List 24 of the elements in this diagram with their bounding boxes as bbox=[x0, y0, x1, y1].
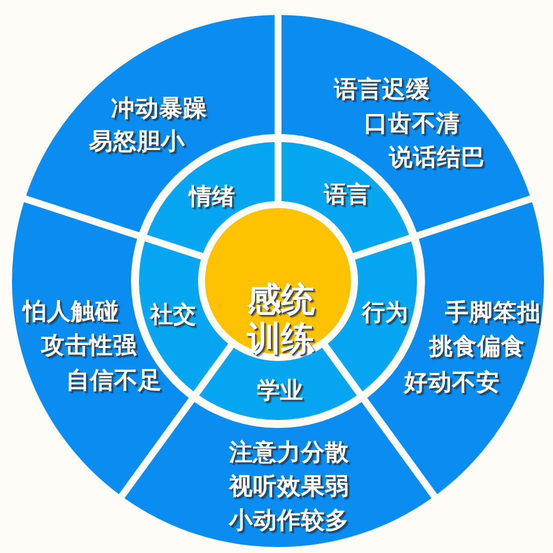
symptom-text: 口齿不清 bbox=[364, 112, 460, 136]
symptom-text: 攻击性强 bbox=[41, 334, 137, 358]
symptom-text: 自信不足 bbox=[66, 369, 162, 393]
outer-ring-segment bbox=[26, 15, 275, 233]
symptom-text: 易怒胆小 bbox=[89, 130, 185, 154]
outer-ring-segment bbox=[281, 15, 530, 233]
symptom-text: 说话结巴 bbox=[389, 146, 485, 170]
category-label: 语言 bbox=[324, 184, 370, 206]
symptom-text: 语言迟缓 bbox=[334, 78, 430, 102]
symptom-text: 注意力分散 bbox=[229, 441, 349, 465]
symptom-text: 手脚笨拙 bbox=[445, 301, 541, 325]
symptom-text: 小动作较多 bbox=[229, 509, 349, 533]
outer-ring-segment bbox=[124, 401, 432, 547]
category-label: 学业 bbox=[257, 380, 303, 402]
symptom-text: 怕人触碰 bbox=[23, 300, 119, 324]
symptom-text: 视听效果弱 bbox=[229, 475, 349, 499]
category-label: 社交 bbox=[150, 304, 196, 326]
center-label: 感统训练 bbox=[246, 281, 316, 360]
symptom-text: 冲动暴躁 bbox=[111, 97, 207, 121]
symptom-text: 挑食偏食 bbox=[429, 335, 525, 359]
category-label: 情绪 bbox=[189, 186, 235, 208]
inner-ring-segment bbox=[139, 241, 229, 392]
category-label: 行为 bbox=[362, 302, 408, 324]
symptom-text: 好动不安 bbox=[404, 371, 500, 395]
